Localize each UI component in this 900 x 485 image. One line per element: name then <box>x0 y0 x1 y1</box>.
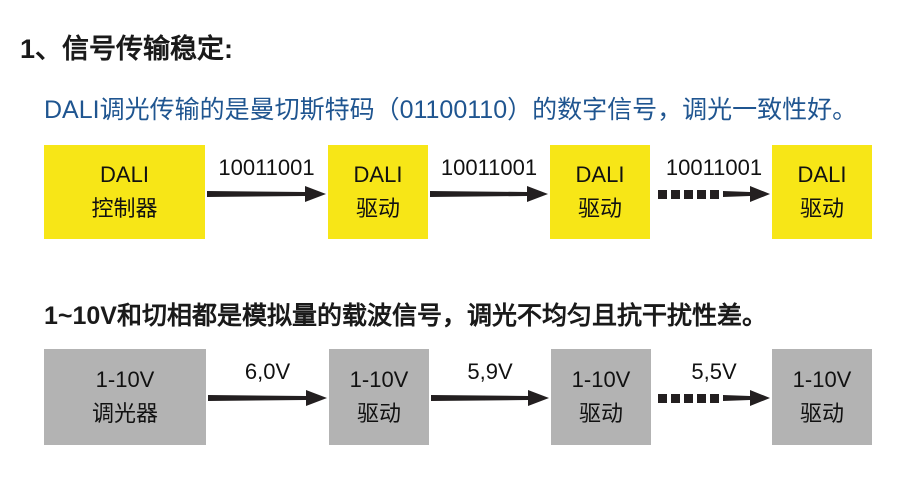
arrow-right-dashed-icon <box>658 390 770 406</box>
analog-lead-text: 1~10V和切相都是模拟量的载波信号，调光不均匀且抗干扰性差。 <box>44 302 767 330</box>
arrow-right-icon <box>208 390 327 406</box>
analog-node-driver-2: 1-10V 驱动 <box>551 349 651 445</box>
dali-node-controller-line2: 控制器 <box>91 196 158 221</box>
arrow-right-icon <box>207 186 326 202</box>
analog-node-dimmer: 1-10V 调光器 <box>44 349 206 445</box>
dali-edge-1-label: 10011001 <box>218 155 315 180</box>
page-title: 1、信号传输稳定: <box>20 34 234 64</box>
dali-edge-3-label: 10011001 <box>665 155 763 180</box>
dali-node-driver-3-line2: 驱动 <box>799 196 844 221</box>
dali-node-driver-2-line2: 驱动 <box>577 196 622 221</box>
analog-edge-3-label: 5,5V <box>691 359 737 384</box>
dali-node-driver-2-line1: DALI <box>575 161 625 187</box>
arrow-right-dashed-icon <box>658 186 770 202</box>
dali-node-driver-1-line2: 驱动 <box>355 196 400 221</box>
dali-edge-2-label: 10011001 <box>440 155 538 180</box>
analog-node-driver-3-line2: 驱动 <box>799 401 844 426</box>
dali-node-controller-line1: DALI <box>100 161 149 187</box>
dali-node-driver-1-line1: DALI <box>353 161 403 187</box>
analog-node-driver-2-line2: 驱动 <box>578 401 623 426</box>
analog-node-driver-2-line1: 1-10V <box>571 366 631 392</box>
analog-node-driver-1: 1-10V 驱动 <box>329 349 429 445</box>
dali-node-driver-1: DALI 驱动 <box>328 145 428 239</box>
dali-node-driver-3-line1: DALI <box>797 161 847 187</box>
arrow-right-icon <box>430 186 548 202</box>
analog-node-driver-3-line1: 1-10V <box>792 366 852 392</box>
analog-node-driver-1-line2: 驱动 <box>356 401 401 426</box>
analog-edge-2-label: 5,9V <box>467 359 513 384</box>
dali-node-controller: DALI 控制器 <box>44 145 205 239</box>
analog-node-dimmer-line1: 1-10V <box>95 366 155 392</box>
dali-lead-text: DALI调光传输的是曼切斯特码（01100110）的数字信号，调光一致性好。 <box>44 96 858 124</box>
dali-node-driver-3: DALI 驱动 <box>772 145 872 239</box>
analog-node-driver-1-line1: 1-10V <box>349 366 409 392</box>
dali-node-driver-2: DALI 驱动 <box>550 145 650 239</box>
analog-edge-1-label: 6,0V <box>244 359 291 384</box>
analog-node-driver-3: 1-10V 驱动 <box>772 349 872 445</box>
analog-node-dimmer-line2: 调光器 <box>91 401 158 426</box>
arrow-right-icon <box>431 390 549 406</box>
